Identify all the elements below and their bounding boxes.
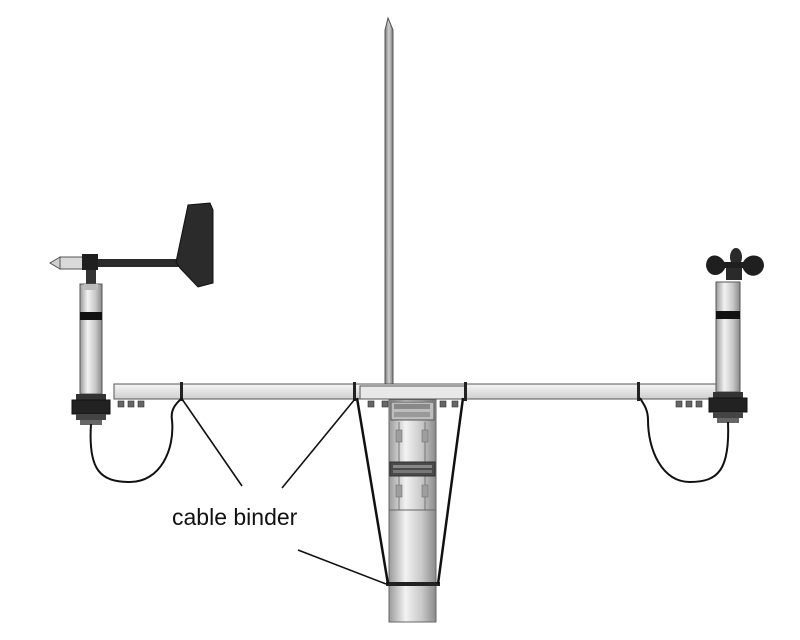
cup-anemometer bbox=[639, 248, 764, 484]
mast bbox=[386, 399, 440, 623]
wind-vane bbox=[49, 202, 214, 484]
cable-binder-label: cable binder bbox=[172, 504, 298, 530]
binder-straps bbox=[355, 397, 465, 585]
callout-leaders bbox=[181, 398, 387, 585]
lightning-rod bbox=[384, 16, 394, 389]
